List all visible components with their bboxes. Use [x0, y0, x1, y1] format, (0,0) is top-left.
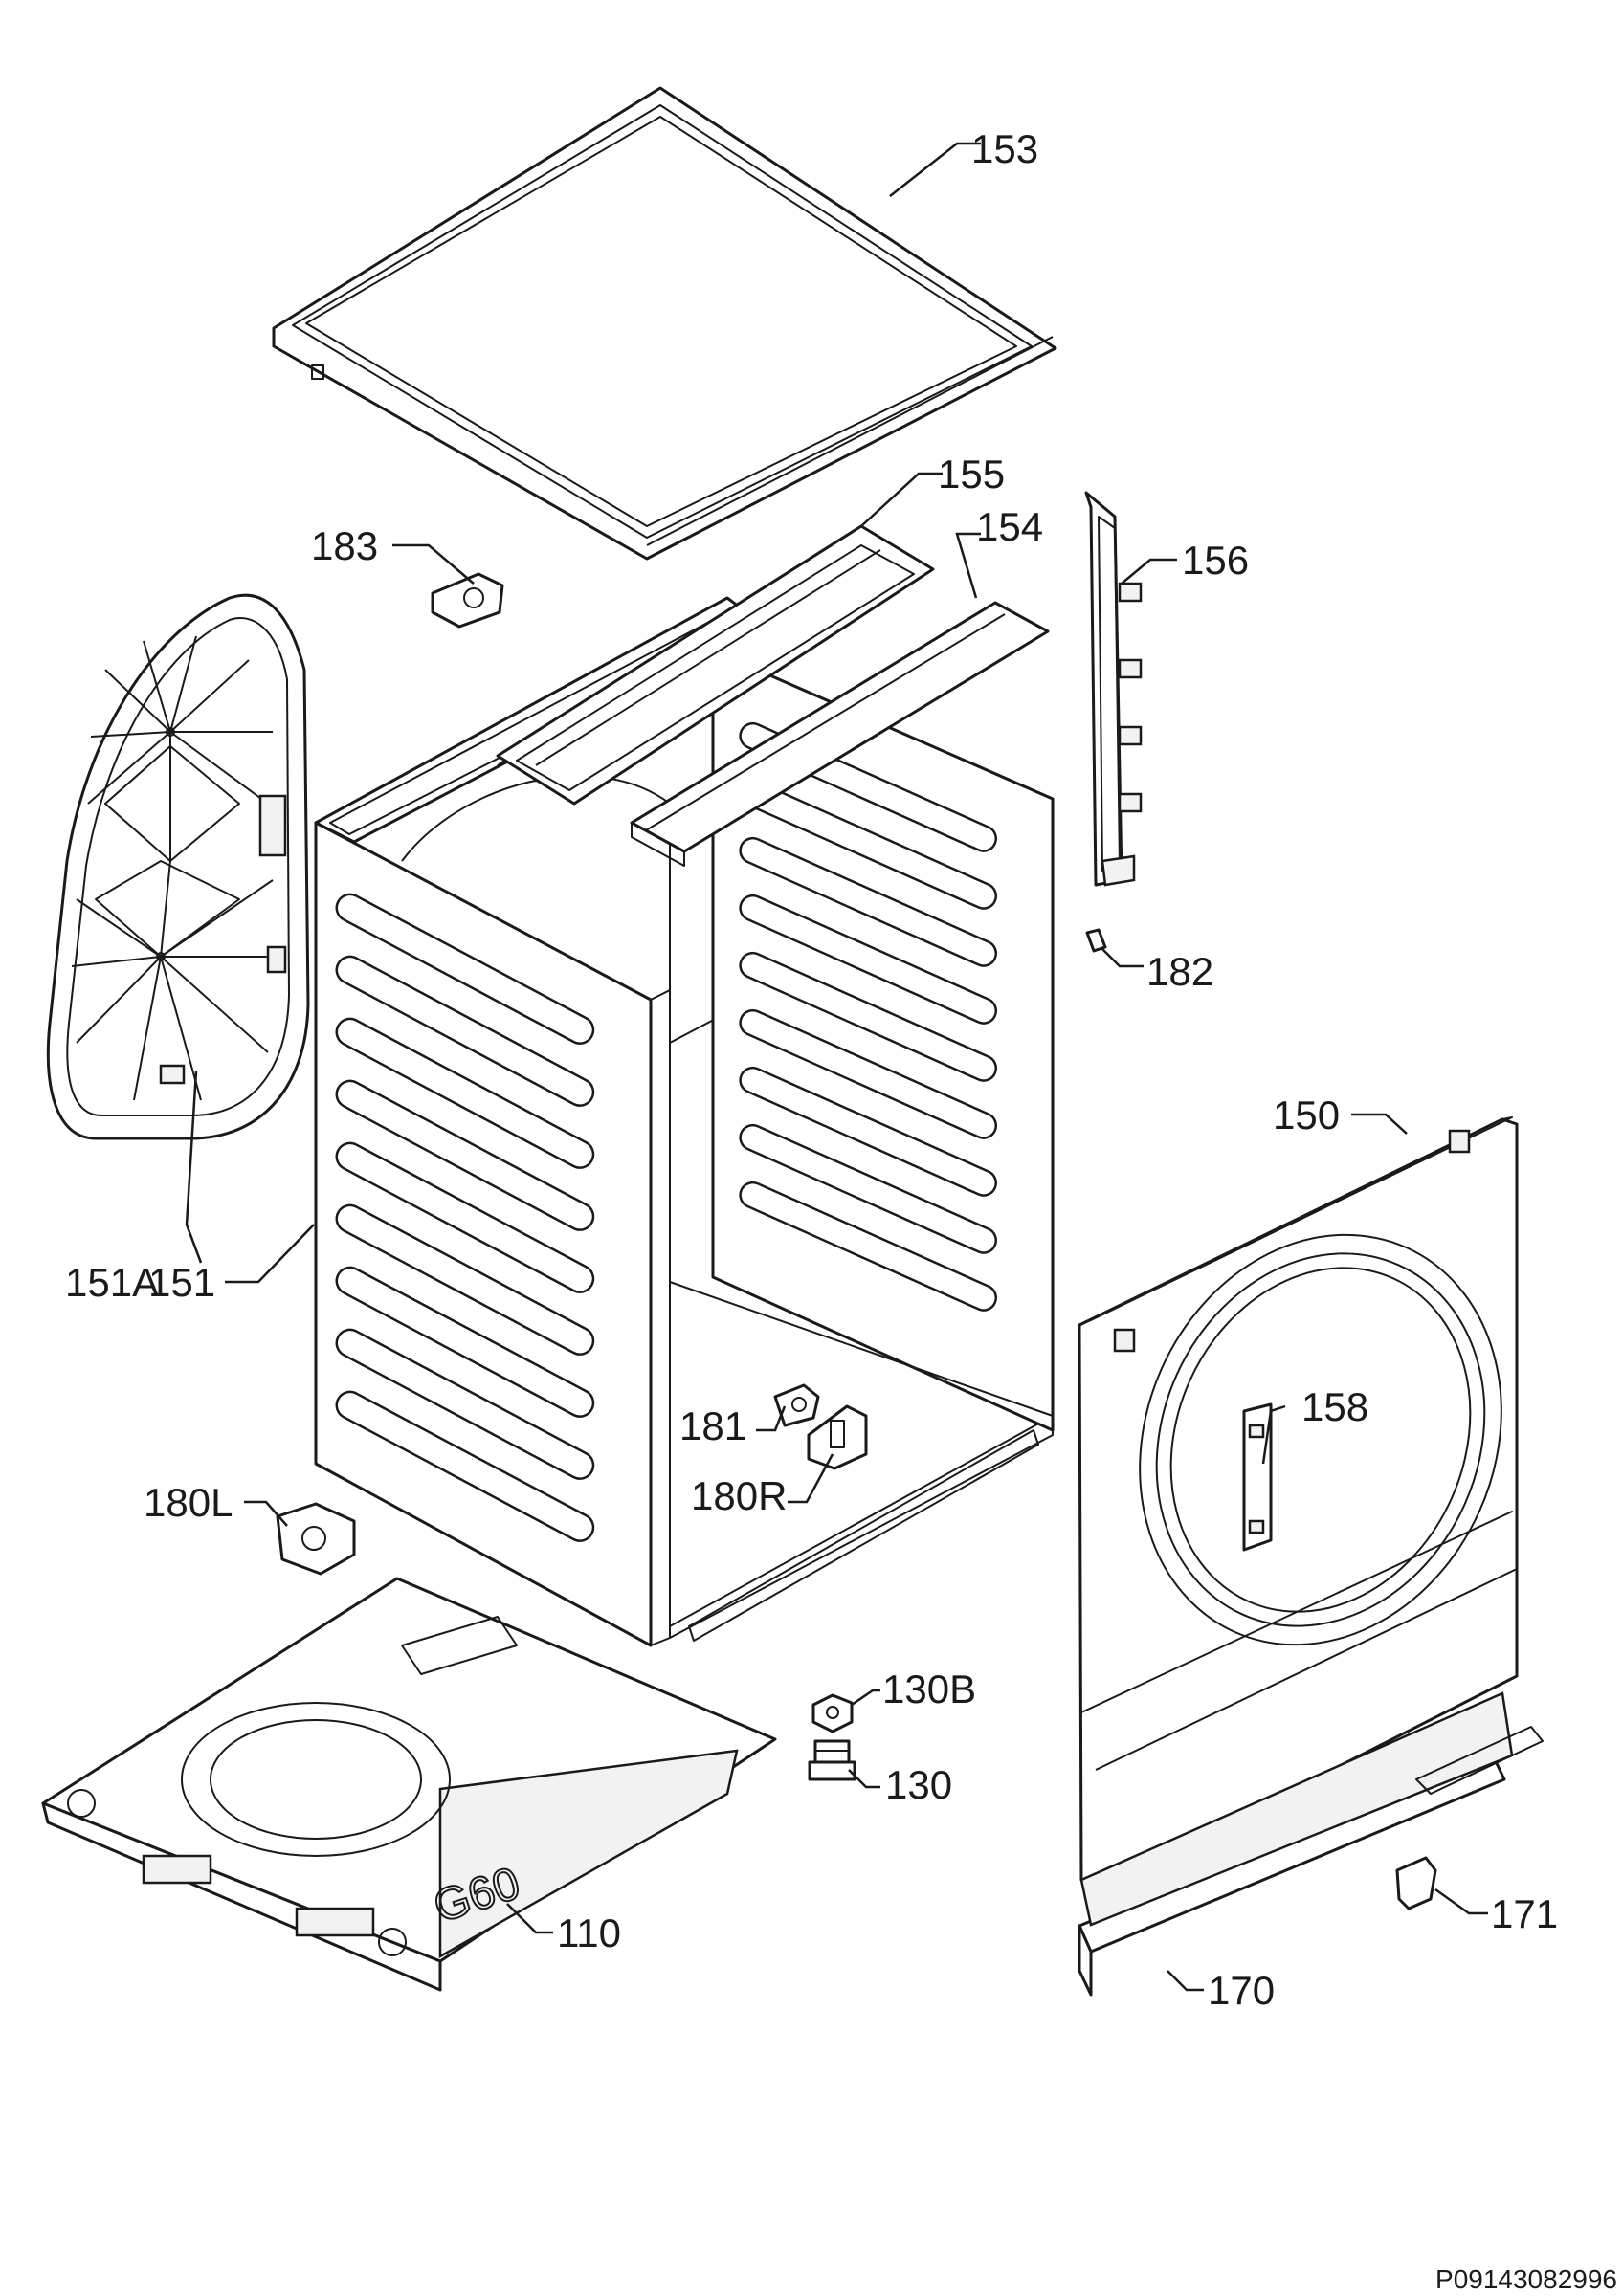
- bracket-180r: [807, 1404, 868, 1470]
- callout-130: 130: [885, 1762, 952, 1807]
- callout-180r: 180R: [691, 1473, 787, 1518]
- leader-lines: [185, 142, 1488, 1992]
- radial-rib-pattern-upper: [87, 635, 273, 861]
- callout-170: 170: [1208, 1968, 1275, 2013]
- callout-181: 181: [679, 1403, 746, 1448]
- callout-130b: 130B: [882, 1667, 976, 1711]
- callout-171: 171: [1491, 1891, 1558, 1936]
- callout-183: 183: [311, 523, 378, 568]
- callout-151a: 151A: [65, 1260, 159, 1305]
- callout-182: 182: [1146, 949, 1213, 994]
- cover-171: [1395, 1726, 1544, 1910]
- cabinet-151: [314, 596, 1055, 1647]
- back-panel-ribs: [739, 721, 998, 1312]
- top-cover-153: [272, 86, 1057, 561]
- bracket-180l: [276, 1502, 356, 1576]
- top-rail-154: [630, 601, 1050, 867]
- foot-130: [808, 1739, 856, 1781]
- callout-150: 150: [1273, 1093, 1340, 1137]
- front-panel-150: [1078, 1116, 1519, 1891]
- hinge-158: [1242, 1402, 1273, 1552]
- clip-181: [773, 1383, 820, 1427]
- callout-158: 158: [1301, 1384, 1368, 1429]
- radial-rib-pattern-lower: [71, 860, 278, 1101]
- callout-153: 153: [971, 126, 1038, 171]
- side-bracket-156: [1084, 491, 1143, 887]
- door-inner-panel-151a: [46, 593, 310, 1140]
- screw-182: [1085, 928, 1107, 953]
- top-rail-155: [496, 524, 935, 806]
- side-panel-ribs: [335, 893, 595, 1542]
- clip-183: [431, 572, 504, 629]
- callout-151: 151: [148, 1260, 215, 1305]
- callout-156: 156: [1182, 538, 1249, 583]
- callout-labels: 153 155 154 156 183 182 151A 151 150 158…: [65, 126, 1558, 2013]
- diagram-code: P09143082996: [1435, 2264, 1617, 2294]
- nut-130b: [812, 1693, 854, 1733]
- kickplate-170: [1078, 1691, 1514, 1997]
- callout-154: 154: [976, 504, 1043, 549]
- callout-180l: 180L: [144, 1480, 233, 1525]
- callout-110: 110: [557, 1910, 621, 1955]
- base-110: G60: [41, 1577, 777, 1992]
- callout-155: 155: [938, 452, 1005, 497]
